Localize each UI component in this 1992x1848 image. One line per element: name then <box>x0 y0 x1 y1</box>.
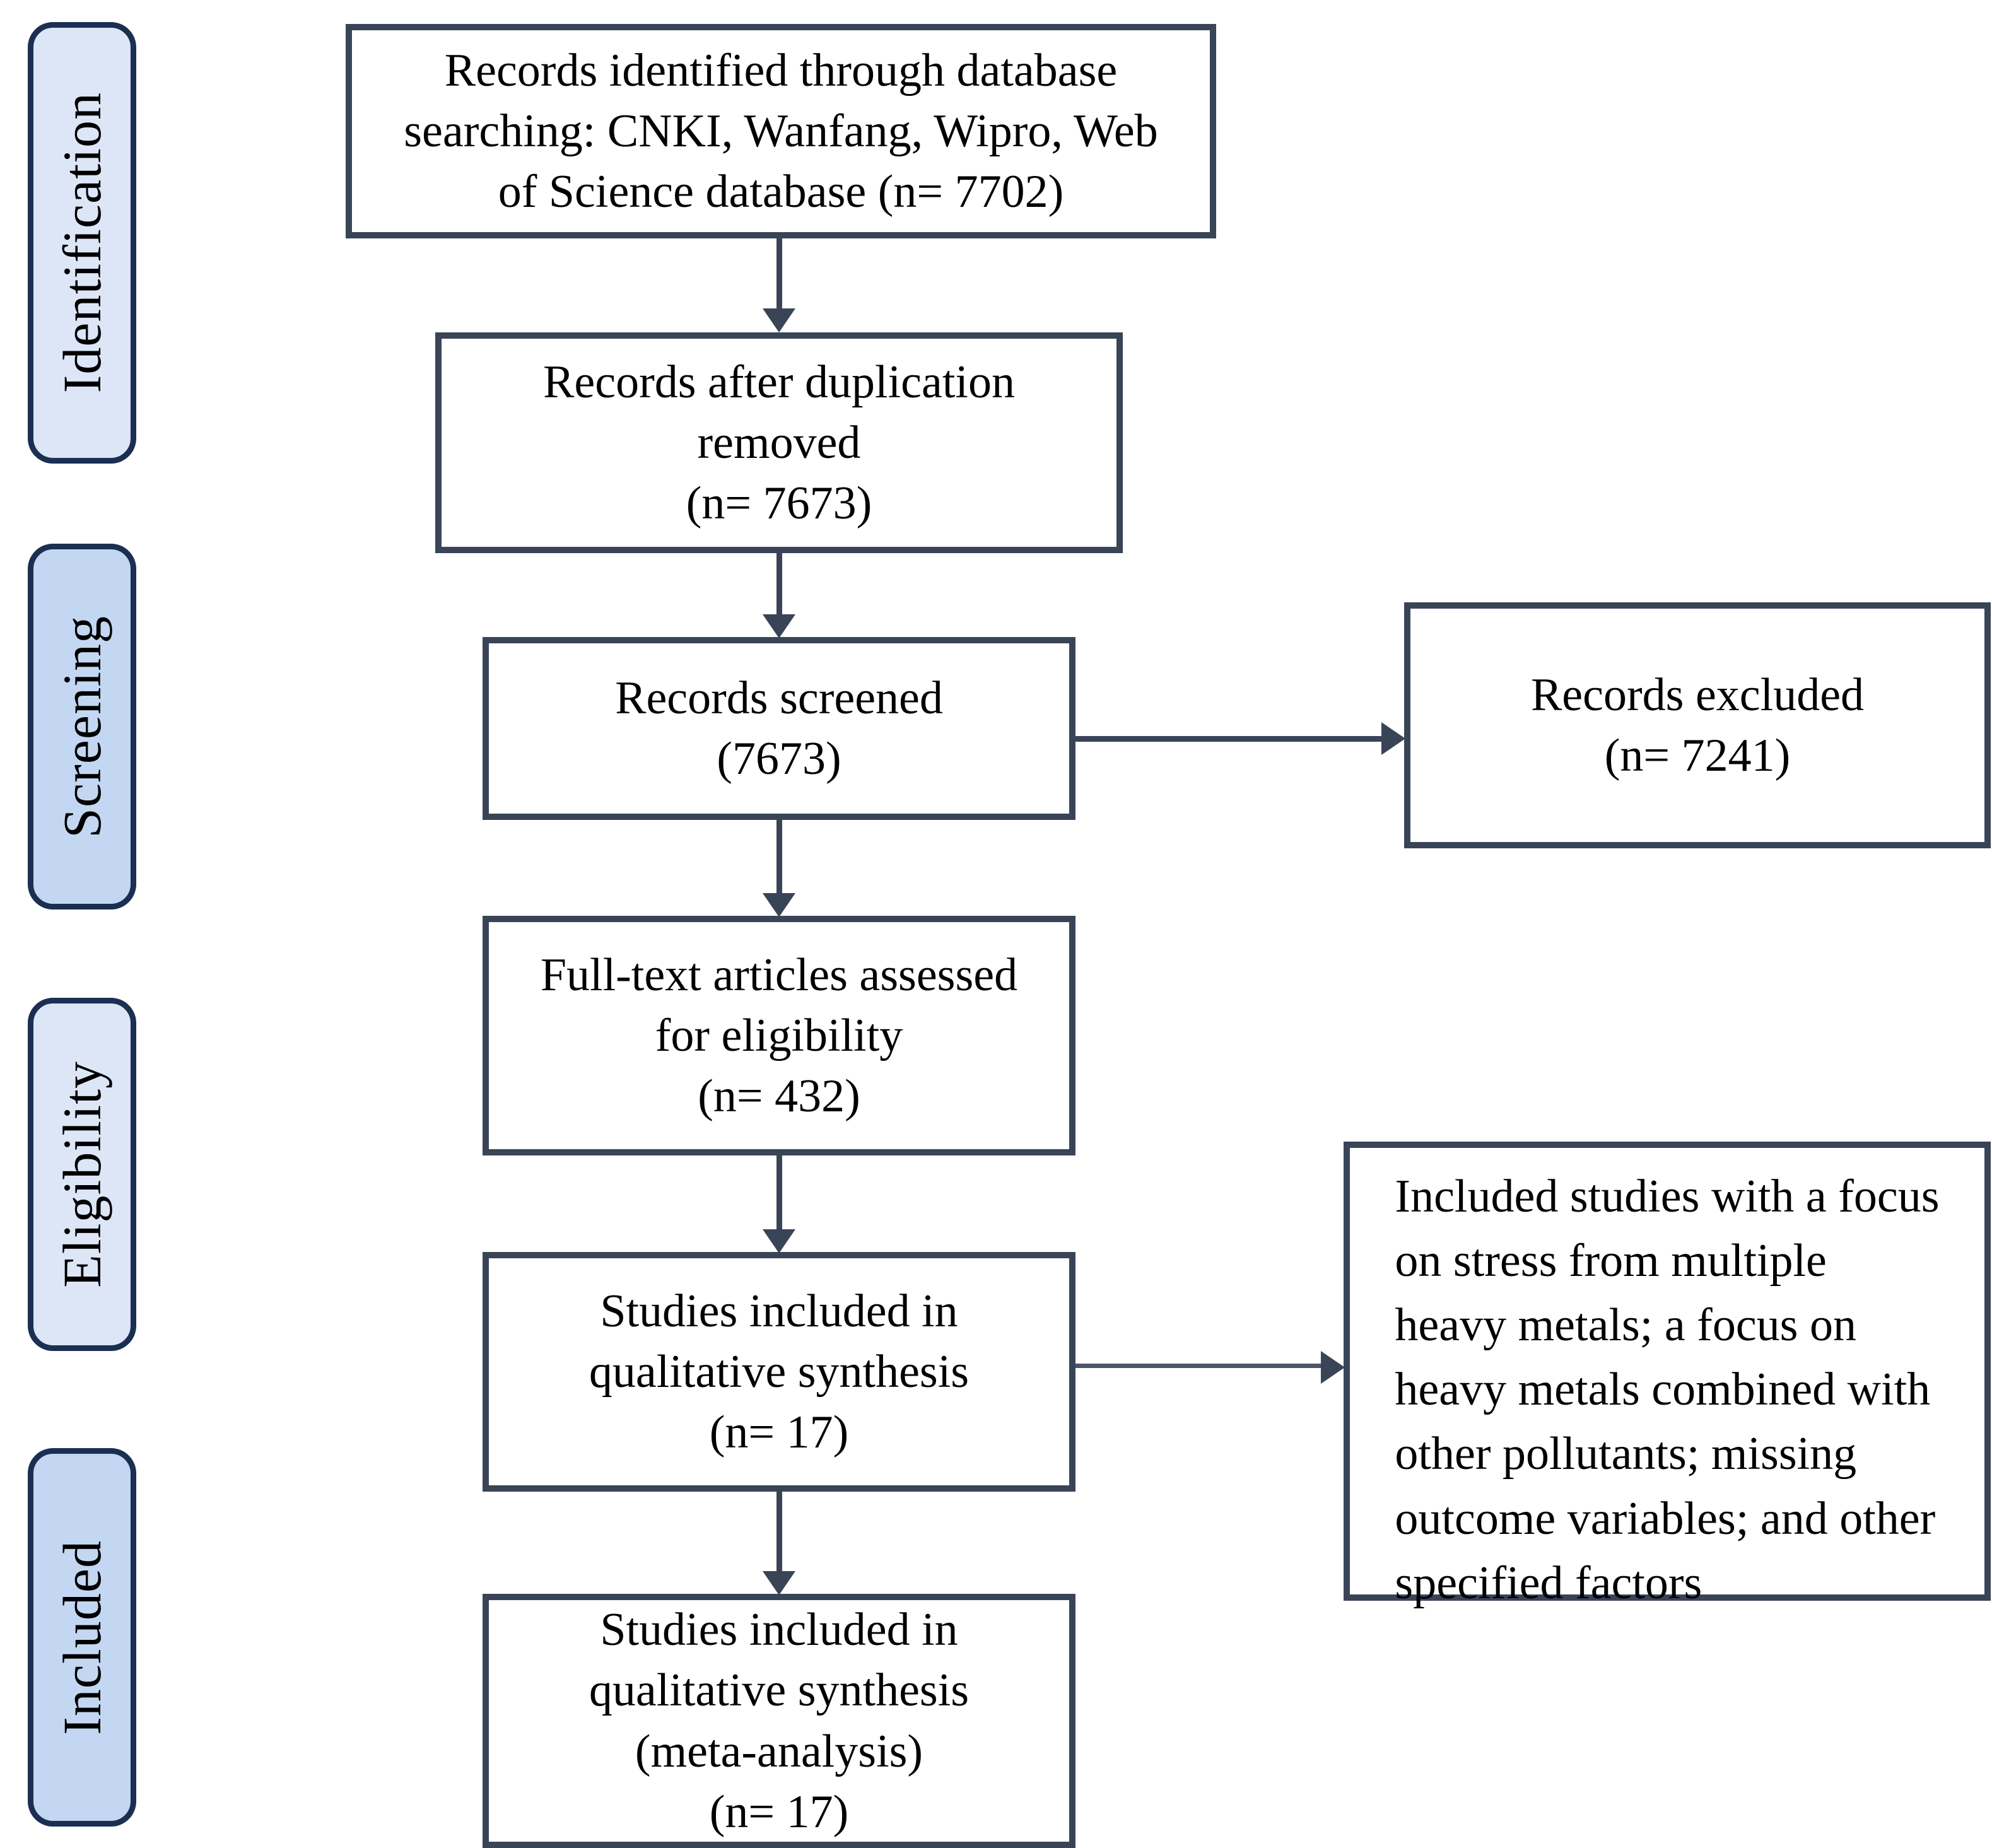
box-exclusion-reasons: Included studies with a focus on stress … <box>1344 1142 1991 1609</box>
connector-qualitative-to-exclusion-reasons <box>1075 1364 1323 1368</box>
box-records-excluded-text: Records excluded (n= 7241) <box>1530 669 1865 781</box>
box-records-excluded: Records excluded (n= 7241) <box>1404 602 1991 848</box>
arrow-screened-to-fulltext <box>763 893 795 917</box>
stage-label-eligibility: Eligibility <box>28 998 136 1351</box>
box-studies-included-meta-analysis: Studies included in qualitative synthesi… <box>483 1594 1075 1848</box>
box-studies-included-qualitative-synthesis: Studies included in qualitative synthesi… <box>483 1252 1075 1492</box>
box-full-text-articles-assessed: Full-text articles assessed for eligibil… <box>483 916 1075 1155</box>
box-studies-included-qualitative-synthesis-text: Studies included in qualitative synthesi… <box>589 1285 970 1459</box>
stage-label-screening-text: Screening <box>52 615 112 838</box>
box-records-after-duplication-removed: Records after duplication removed (n= 76… <box>435 332 1123 553</box>
connector-identified-to-dedup <box>776 238 782 309</box>
arrow-fulltext-to-qualitative <box>763 1229 795 1253</box>
connector-qualitative-to-meta <box>776 1492 782 1572</box>
arrow-dedup-to-screened <box>763 614 795 638</box>
arrow-screened-to-excluded <box>1381 722 1405 755</box>
box-studies-included-meta-analysis-text: Studies included in qualitative synthesi… <box>589 1604 970 1838</box>
stage-label-eligibility-text: Eligibility <box>52 1061 112 1288</box>
arrow-identified-to-dedup <box>763 308 795 332</box>
stage-label-identification: Identification <box>28 22 136 464</box>
stage-label-identification-text: Identification <box>52 92 112 394</box>
box-records-screened: Records screened (7673) <box>483 637 1075 820</box>
arrow-qualitative-to-meta <box>763 1571 795 1595</box>
connector-fulltext-to-qualitative <box>776 1155 782 1231</box>
connector-dedup-to-screened <box>776 553 782 615</box>
arrow-qualitative-to-exclusion-reasons <box>1321 1351 1345 1384</box>
box-records-screened-text: Records screened (7673) <box>615 672 943 785</box>
box-exclusion-reasons-text: Included studies with a focus on stress … <box>1395 1171 1940 1609</box>
connector-screened-to-fulltext <box>776 820 782 894</box>
box-records-identified: Records identified through database sear… <box>346 24 1216 238</box>
connector-screened-to-excluded <box>1075 736 1383 742</box>
box-records-after-duplication-removed-text: Records after duplication removed (n= 76… <box>543 356 1015 530</box>
box-records-identified-text: Records identified through database sear… <box>404 44 1158 218</box>
box-full-text-articles-assessed-text: Full-text articles assessed for eligibil… <box>540 949 1018 1123</box>
stage-label-screening: Screening <box>28 544 136 909</box>
stage-label-included-text: Included <box>52 1540 112 1735</box>
stage-label-included: Included <box>28 1448 136 1827</box>
